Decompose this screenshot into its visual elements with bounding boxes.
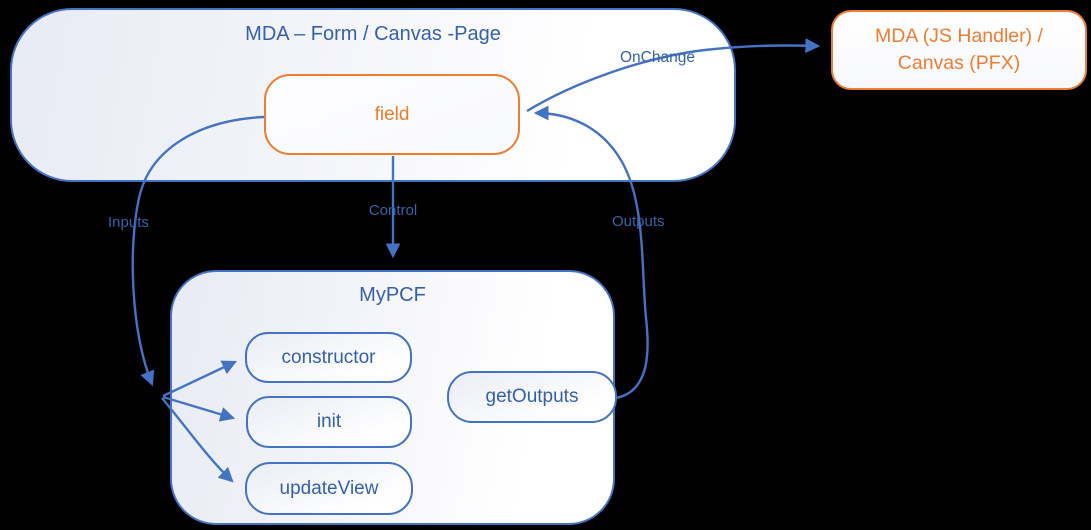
constructor-label: constructor	[281, 346, 376, 368]
updateview-label: updateView	[279, 477, 379, 499]
init-box: init	[246, 396, 412, 448]
outputs-label: Outputs	[612, 213, 665, 230]
control-label: Control	[368, 202, 418, 219]
constructor-box: constructor	[245, 332, 412, 383]
mypcf-title: MyPCF	[359, 284, 426, 306]
getoutputs-box: getOutputs	[447, 371, 617, 423]
mda-js-handler-box: MDA (JS Handler) / Canvas (PFX)	[831, 10, 1087, 90]
mda-form-title: MDA – Form / Canvas -Page	[245, 23, 501, 45]
field-label: field	[374, 103, 410, 125]
onchange-label: OnChange	[620, 49, 695, 66]
init-label: init	[316, 411, 342, 432]
getoutputs-label: getOutputs	[485, 386, 579, 407]
handler-label-line1: MDA (JS Handler) /	[875, 25, 1043, 47]
handler-label-line2: Canvas (PFX)	[897, 52, 1021, 74]
inputs-label: Inputs	[108, 214, 149, 231]
field-box: field	[264, 74, 520, 155]
updateview-box: updateView	[245, 462, 413, 515]
